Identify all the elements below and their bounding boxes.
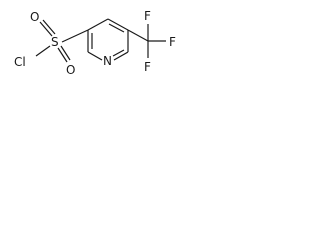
atom-fluorine-top: F [144,9,151,23]
bond-s-o-bottom-b [60,45,71,61]
bond-c2-n-inner [112,49,125,57]
bond-s-o-top-a [39,21,53,37]
atom-oxygen-bottom: O [66,63,75,77]
bond-c4-c3-inner [108,23,125,33]
atom-fluorine-right: F [169,35,176,49]
pyridine-ring [87,18,129,61]
bond-c5-s [61,29,89,43]
bond-c3-cf3 [127,29,149,42]
bond-c2-n [113,51,129,61]
structure-diagram: S O O Cl N F F F [0,0,192,88]
bond-c5-c4 [87,18,109,31]
atom-oxygen-top: O [30,10,39,24]
bond-s-cl [35,45,51,57]
atom-chlorine: Cl [14,55,26,69]
molecule-drawing: S O O Cl N F F F [14,9,176,77]
atom-sulfur: S [51,35,59,49]
bond-n-c6 [87,51,103,61]
sulfonyl-chloride-group: S O O Cl [14,10,89,77]
trifluoromethyl-group: F F F [127,9,176,74]
atom-fluorine-bottom: F [144,60,151,74]
bond-s-o-bottom-a [57,47,68,63]
atom-ring-nitrogen: N [103,54,112,68]
bond-s-o-top-b [42,19,56,35]
bond-c4-c3 [107,18,129,31]
